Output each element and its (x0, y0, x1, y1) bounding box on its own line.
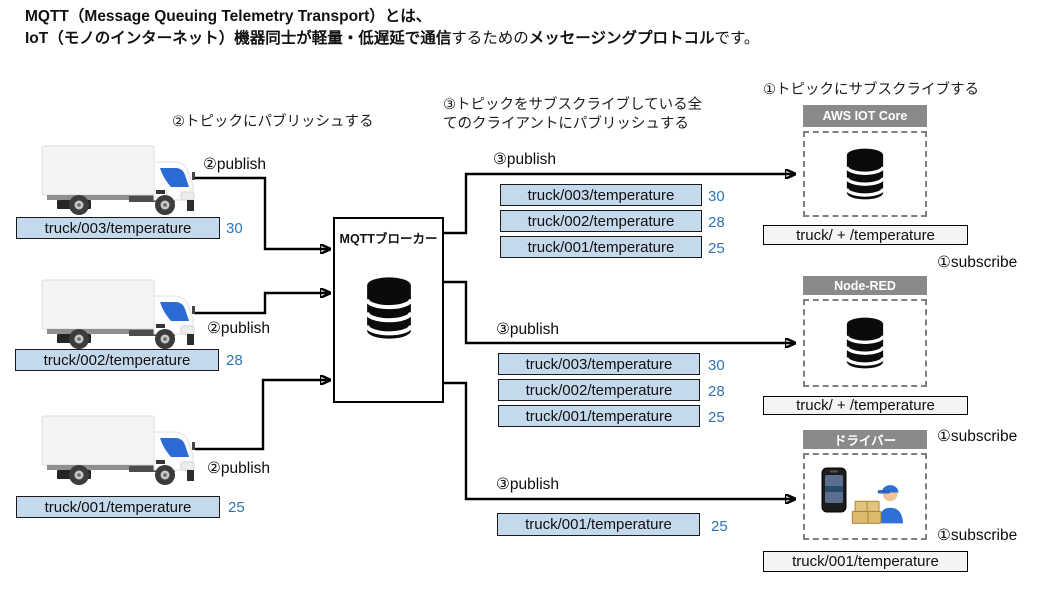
annotation-step2: ②トピックにパブリッシュする (172, 114, 374, 130)
message-value: 25 (708, 409, 725, 426)
message-topic: truck/002/temperature (498, 379, 700, 401)
delivery-worker-icon (851, 480, 909, 528)
message-value: 25 (708, 240, 725, 257)
message-topic: truck/001/temperature (498, 405, 700, 427)
message-value: 28 (708, 214, 725, 231)
publish-label-group1: ③publish (493, 151, 557, 168)
arrow-truck1-to-broker (195, 380, 330, 451)
subscriber-box-driver (803, 453, 927, 540)
subscriber-box-nodered (803, 299, 927, 387)
message-topic: truck/001/temperature (500, 236, 702, 258)
subscriber-header-driver: ドライバー (803, 430, 927, 449)
subscribe-label-aws: ①subscribe (937, 254, 1018, 271)
publish-label-truck1: ②publish (207, 460, 271, 477)
title-line1: MQTT（Message Queuing Telemetry Transport… (25, 8, 432, 25)
message-topic: truck/002/temperature (500, 210, 702, 232)
message-value: 30 (708, 188, 725, 205)
annotation-step1: ①トピックにサブスクライブする (763, 82, 979, 98)
driver-icons (821, 467, 909, 521)
subscribe-label-nodered: ①subscribe (937, 428, 1018, 445)
truck1-value: 25 (228, 499, 245, 516)
mqtt-broker-label: MQTTブローカー (339, 232, 438, 246)
publish-label-truck3: ②publish (203, 156, 267, 173)
message-topic: truck/001/temperature (497, 513, 700, 536)
box-truck-icon (41, 415, 196, 486)
box-truck-icon (41, 279, 196, 350)
message-value: 28 (708, 383, 725, 400)
page-title: MQTT（Message Queuing Telemetry Transport… (25, 6, 759, 50)
truck3-topic: truck/003/temperature (16, 217, 220, 239)
message-value: 30 (708, 357, 725, 374)
message-topic: truck/003/temperature (498, 353, 700, 375)
publish-label-truck2: ②publish (207, 320, 271, 337)
arrow-broker-to-aws (444, 174, 795, 235)
subscriber-topic-nodered: truck/ + /temperature (763, 396, 968, 415)
database-icon (845, 146, 885, 202)
truck3-value: 30 (226, 220, 243, 237)
subscribe-label-driver: ①subscribe (937, 527, 1018, 544)
subscriber-topic-aws: truck/ + /temperature (763, 225, 968, 245)
truck1-topic: truck/001/temperature (16, 496, 220, 518)
database-icon (362, 273, 416, 343)
publish-label-group3: ③publish (496, 476, 560, 493)
arrow-truck3-to-broker (194, 176, 330, 249)
arrow-broker-to-nodered (444, 280, 795, 343)
title-line2: IoT（モノのインターネット）機器同士が軽量・低遅延で通信するためのメッセージン… (25, 30, 760, 47)
mqtt-broker-box: MQTTブローカー (333, 217, 444, 403)
box-truck-icon (41, 145, 196, 216)
publish-label-group2: ③publish (496, 321, 560, 338)
subscriber-header-nodered: Node-RED (803, 276, 927, 295)
annotation-step3: ③トピックをサブスクライブしている全 てのクライアントにパブリッシュする (443, 97, 703, 132)
arrow-broker-to-driver (444, 381, 795, 499)
smartphone-icon (821, 467, 847, 512)
subscriber-box-aws (803, 131, 927, 217)
message-topic: truck/003/temperature (500, 184, 702, 206)
arrow-truck2-to-broker (194, 293, 330, 315)
truck2-value: 28 (226, 352, 243, 369)
subscriber-topic-driver: truck/001/temperature (763, 551, 968, 572)
truck2-topic: truck/002/temperature (15, 349, 219, 371)
message-value: 25 (711, 518, 728, 535)
database-icon (845, 315, 885, 371)
subscriber-header-aws: AWS IOT Core (803, 105, 927, 127)
